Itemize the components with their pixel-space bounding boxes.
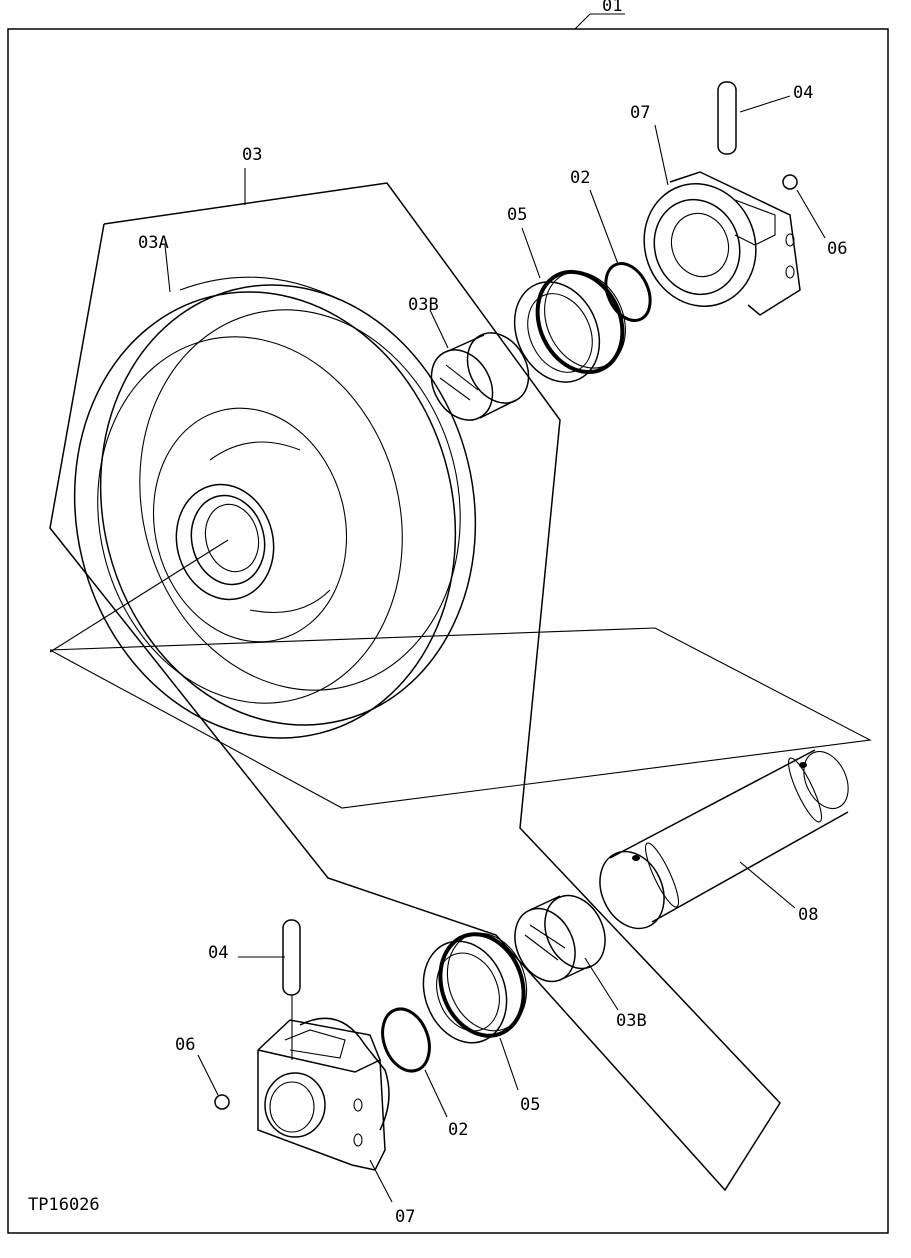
idler-wheel — [73, 244, 477, 739]
pin-bottom — [238, 919, 301, 1060]
label-pin-bottom: 04 — [208, 943, 228, 963]
label-plug-bottom: 06 — [175, 1035, 195, 1055]
label-plug-top: 06 — [827, 239, 847, 259]
bushing-bottom — [514, 894, 619, 1011]
bracket-bottom — [257, 1017, 393, 1203]
pin-top — [717, 81, 791, 155]
label-bushing-bottom: 03B — [616, 1011, 647, 1031]
label-pin-top: 04 — [793, 83, 813, 103]
label-assembly: 01 — [602, 0, 622, 16]
label-seal-bottom: 05 — [520, 1095, 540, 1115]
plug-bottom — [197, 1054, 230, 1110]
label-shaft: 08 — [798, 905, 818, 925]
label-idler: 03 — [242, 145, 262, 165]
label-seal-top: 05 — [507, 205, 527, 225]
plug-top — [782, 174, 826, 239]
label-oring-bottom: 02 — [448, 1120, 468, 1140]
label-bracket-top: 07 — [630, 103, 650, 123]
label-idler-wheel: 03A — [138, 233, 169, 253]
oring-top — [589, 189, 652, 322]
label-bushing-top: 03B — [408, 295, 439, 315]
idler-group-outline — [49, 168, 781, 1192]
seal-top — [513, 227, 626, 383]
bracket-top — [643, 124, 801, 316]
shaft-plane — [49, 539, 872, 809]
label-oring-top: 02 — [570, 168, 590, 188]
callout-labels: 01 03 03A 03B 05 02 07 04 06 08 03B 05 0… — [28, 0, 847, 1227]
bushing-top — [429, 309, 530, 421]
assembly-frame — [7, 13, 889, 1234]
oring-bottom — [381, 1007, 448, 1118]
figure-id: TP16026 — [28, 1195, 100, 1215]
shaft — [599, 749, 849, 930]
seal-bottom — [422, 932, 528, 1091]
label-bracket-bottom: 07 — [395, 1207, 415, 1227]
